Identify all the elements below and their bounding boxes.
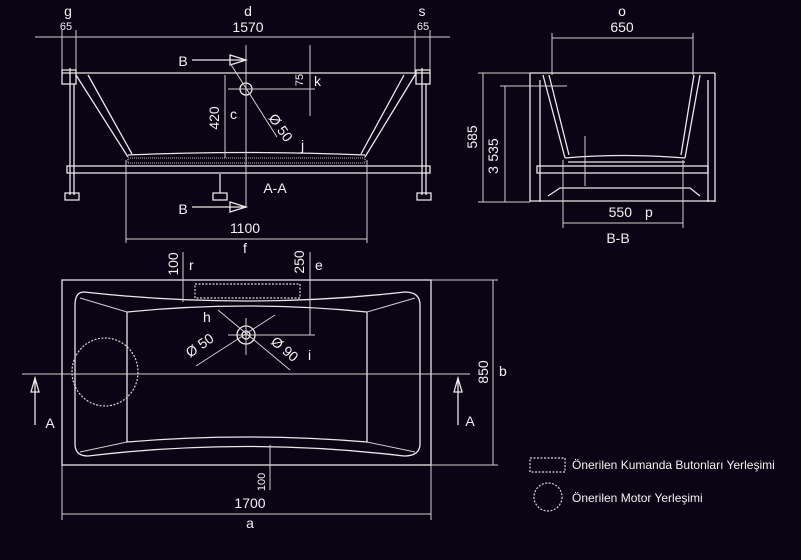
dim-letter-s: s bbox=[419, 3, 426, 19]
frame-bar bbox=[536, 165, 709, 174]
dim-value-k: 75 bbox=[294, 74, 306, 86]
section-marker-b-top: B bbox=[178, 53, 187, 69]
legend-dashed-rectangle-icon bbox=[529, 457, 566, 473]
arrow-up-icon bbox=[30, 375, 40, 425]
dim-value-c: 420 bbox=[206, 106, 222, 130]
dim-letter-j: j bbox=[300, 137, 304, 153]
dim-value-d: 1570 bbox=[232, 19, 263, 35]
dim-letter-b: b bbox=[499, 363, 507, 379]
legend-label-motor: Önerilen Motor Yerleşimi bbox=[572, 491, 703, 505]
dim-value-bottom-offset: 100 bbox=[256, 473, 268, 491]
arrow-up-icon bbox=[453, 375, 463, 425]
section-marker-b-bottom: B bbox=[178, 201, 187, 217]
dim-value-a: 1700 bbox=[234, 495, 265, 511]
dim-letter-p: p bbox=[645, 204, 653, 220]
dim-value-inner-height: 535 bbox=[485, 138, 501, 162]
dim-letter-i: i bbox=[308, 347, 311, 363]
dim-value-f: 1100 bbox=[230, 220, 260, 236]
dim-letter-o: o bbox=[618, 3, 626, 19]
plan-view: 100 r 250 e h Ø 50 Ø 90 i A A 850 b 100 … bbox=[22, 250, 507, 531]
dim-letter-h: h bbox=[203, 309, 211, 325]
overflow-leader bbox=[229, 62, 278, 138]
tub-bottom bbox=[564, 154, 686, 163]
tub-outline bbox=[61, 279, 432, 466]
basin-outer bbox=[74, 291, 421, 457]
dim-letter-k: k bbox=[314, 73, 322, 89]
dim-value-r: 100 bbox=[165, 252, 181, 276]
dim-value-o: 650 bbox=[610, 19, 634, 35]
section-marker-a-left: A bbox=[45, 415, 55, 431]
side-view: o 650 585 535 3 550 p B-B bbox=[464, 3, 716, 246]
legend-dashed-circle-icon bbox=[533, 482, 563, 512]
front-view: g 65 d 1570 s 65 B B 420 c 75 k Ø 50 j A… bbox=[35, 3, 450, 256]
tub-walls bbox=[75, 74, 416, 158]
section-title-b-b: B-B bbox=[606, 230, 629, 246]
base-plate bbox=[547, 187, 701, 197]
dim-value-s: 65 bbox=[417, 21, 429, 33]
dim-value-i: Ø 90 bbox=[268, 333, 302, 365]
right-rim-block bbox=[415, 69, 431, 85]
dim-letter-g: g bbox=[64, 3, 72, 19]
side-frame bbox=[529, 73, 716, 202]
dim-value-b: 850 bbox=[475, 360, 491, 384]
dim-value-total-height: 585 bbox=[464, 125, 480, 149]
legend-label-control-buttons: Önerilen Kumanda Butonları Yerleşimi bbox=[572, 458, 775, 472]
dim-letter-inner-height: 3 bbox=[485, 166, 501, 174]
frame-bar bbox=[66, 165, 431, 174]
section-marker-a-right: A bbox=[465, 413, 475, 429]
frame-legs bbox=[69, 68, 427, 195]
dim-letter-a: a bbox=[246, 515, 254, 531]
dim-letter-d: d bbox=[244, 3, 252, 19]
drain-leaders bbox=[195, 309, 291, 371]
dim-letter-f: f bbox=[243, 240, 247, 256]
legend: Önerilen Kumanda Butonları Yerleşimi Öne… bbox=[529, 457, 775, 512]
dim-value-e: 250 bbox=[291, 250, 307, 274]
arrow-right-icon bbox=[192, 54, 249, 66]
tub-walls bbox=[542, 74, 701, 159]
arrow-right-icon bbox=[192, 201, 249, 213]
dim-value-p: 550 bbox=[609, 204, 633, 220]
control-button-location bbox=[194, 283, 301, 299]
motor-location bbox=[71, 337, 139, 407]
frame-feet bbox=[64, 174, 432, 201]
dim-value-g: 65 bbox=[60, 21, 72, 33]
section-title-a-a: A-A bbox=[263, 180, 287, 196]
dim-letter-r: r bbox=[189, 257, 194, 273]
dim-value-j: Ø 50 bbox=[266, 111, 297, 145]
left-rim-block bbox=[61, 69, 77, 85]
dim-letter-c: c bbox=[230, 106, 237, 122]
dim-letter-e: e bbox=[315, 257, 323, 273]
basin-corner-lines bbox=[79, 297, 416, 453]
